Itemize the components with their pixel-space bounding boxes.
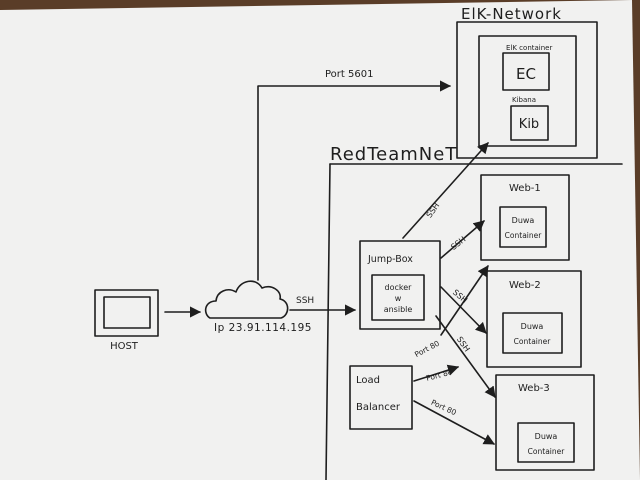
jump-box-docker <box>371 274 425 321</box>
arrow-load-balancer-to-web-2 <box>413 364 460 382</box>
cloud-ip-label: Ip 23.91.114.195 <box>214 322 312 334</box>
web-3-container <box>517 422 575 463</box>
host-monitor-screen <box>103 296 151 329</box>
web-2-container <box>502 312 563 354</box>
web-2-container-line2: Container <box>514 337 552 346</box>
arrow-load-balancer-to-web-1 <box>440 265 489 336</box>
jump-box-inner-line1: docker <box>385 283 413 292</box>
host-monitor-outer <box>94 289 159 337</box>
arrow-jump-box-to-web-1 <box>440 220 485 259</box>
web-1-container-line2: Container <box>505 231 543 240</box>
load-balancer-line2: Balancer <box>356 402 401 413</box>
load-balancer-box <box>349 365 413 430</box>
web-1-outer <box>480 174 570 261</box>
host-computer <box>94 289 159 337</box>
web-2-outer <box>486 270 582 368</box>
jump-box-title: Jump-Box <box>367 254 413 265</box>
ssh-cloud-jump-label: SSH <box>296 296 314 306</box>
web-2-server <box>486 270 582 368</box>
jump-box-inner-line2: w <box>395 294 402 303</box>
web-1-server <box>480 174 570 261</box>
elk-container-label: ElK container <box>506 44 552 52</box>
arrow-jump-box-to-web-2 <box>440 286 487 334</box>
red-team-net-zone <box>325 163 623 480</box>
jump-box <box>359 240 441 330</box>
arrow-load-balancer-to-web-3 <box>413 400 495 445</box>
elk-network-inner-box <box>478 35 577 147</box>
jump-box-inner-line3: ansible <box>384 305 413 314</box>
web-1-container <box>499 206 547 248</box>
elk-container-box-label: EC <box>516 65 536 83</box>
web-1-container-line1: Duwa <box>512 216 535 225</box>
elk-network-outer-box <box>456 21 598 159</box>
load-balancer-line1: Load <box>356 375 380 386</box>
web-2-container-line1: Duwa <box>521 322 544 331</box>
web-2-title: Web-2 <box>509 280 541 291</box>
web-3-outer <box>495 374 595 471</box>
web-3-server <box>495 374 595 471</box>
host-label: HOST <box>110 341 139 352</box>
arrow-jump-box-to-web-3 <box>435 315 496 398</box>
web-1-title: Web-1 <box>509 183 541 194</box>
jump-box-outer <box>359 240 441 330</box>
web-3-title: Web-3 <box>518 383 550 394</box>
arrow-cloud-to-elk-port-5601 <box>257 80 452 281</box>
kibana-box-label: Kib <box>519 117 539 132</box>
elk-container-box <box>502 52 550 91</box>
red-team-net-left-edge <box>325 163 331 480</box>
port-5601-label: Port 5601 <box>325 69 373 80</box>
kibana-label: Kibana <box>512 96 536 104</box>
elk-network-title: ElK-Network <box>461 5 562 23</box>
internet-cloud <box>204 280 289 319</box>
red-team-net-title: RedTeamNeT <box>330 144 457 165</box>
web-3-container-line1: Duwa <box>535 432 558 441</box>
arrow-jump-box-to-elk <box>402 142 489 239</box>
elk-network-zone <box>456 21 598 159</box>
web-3-container-line2: Container <box>528 447 566 456</box>
kibana-box <box>510 105 549 141</box>
